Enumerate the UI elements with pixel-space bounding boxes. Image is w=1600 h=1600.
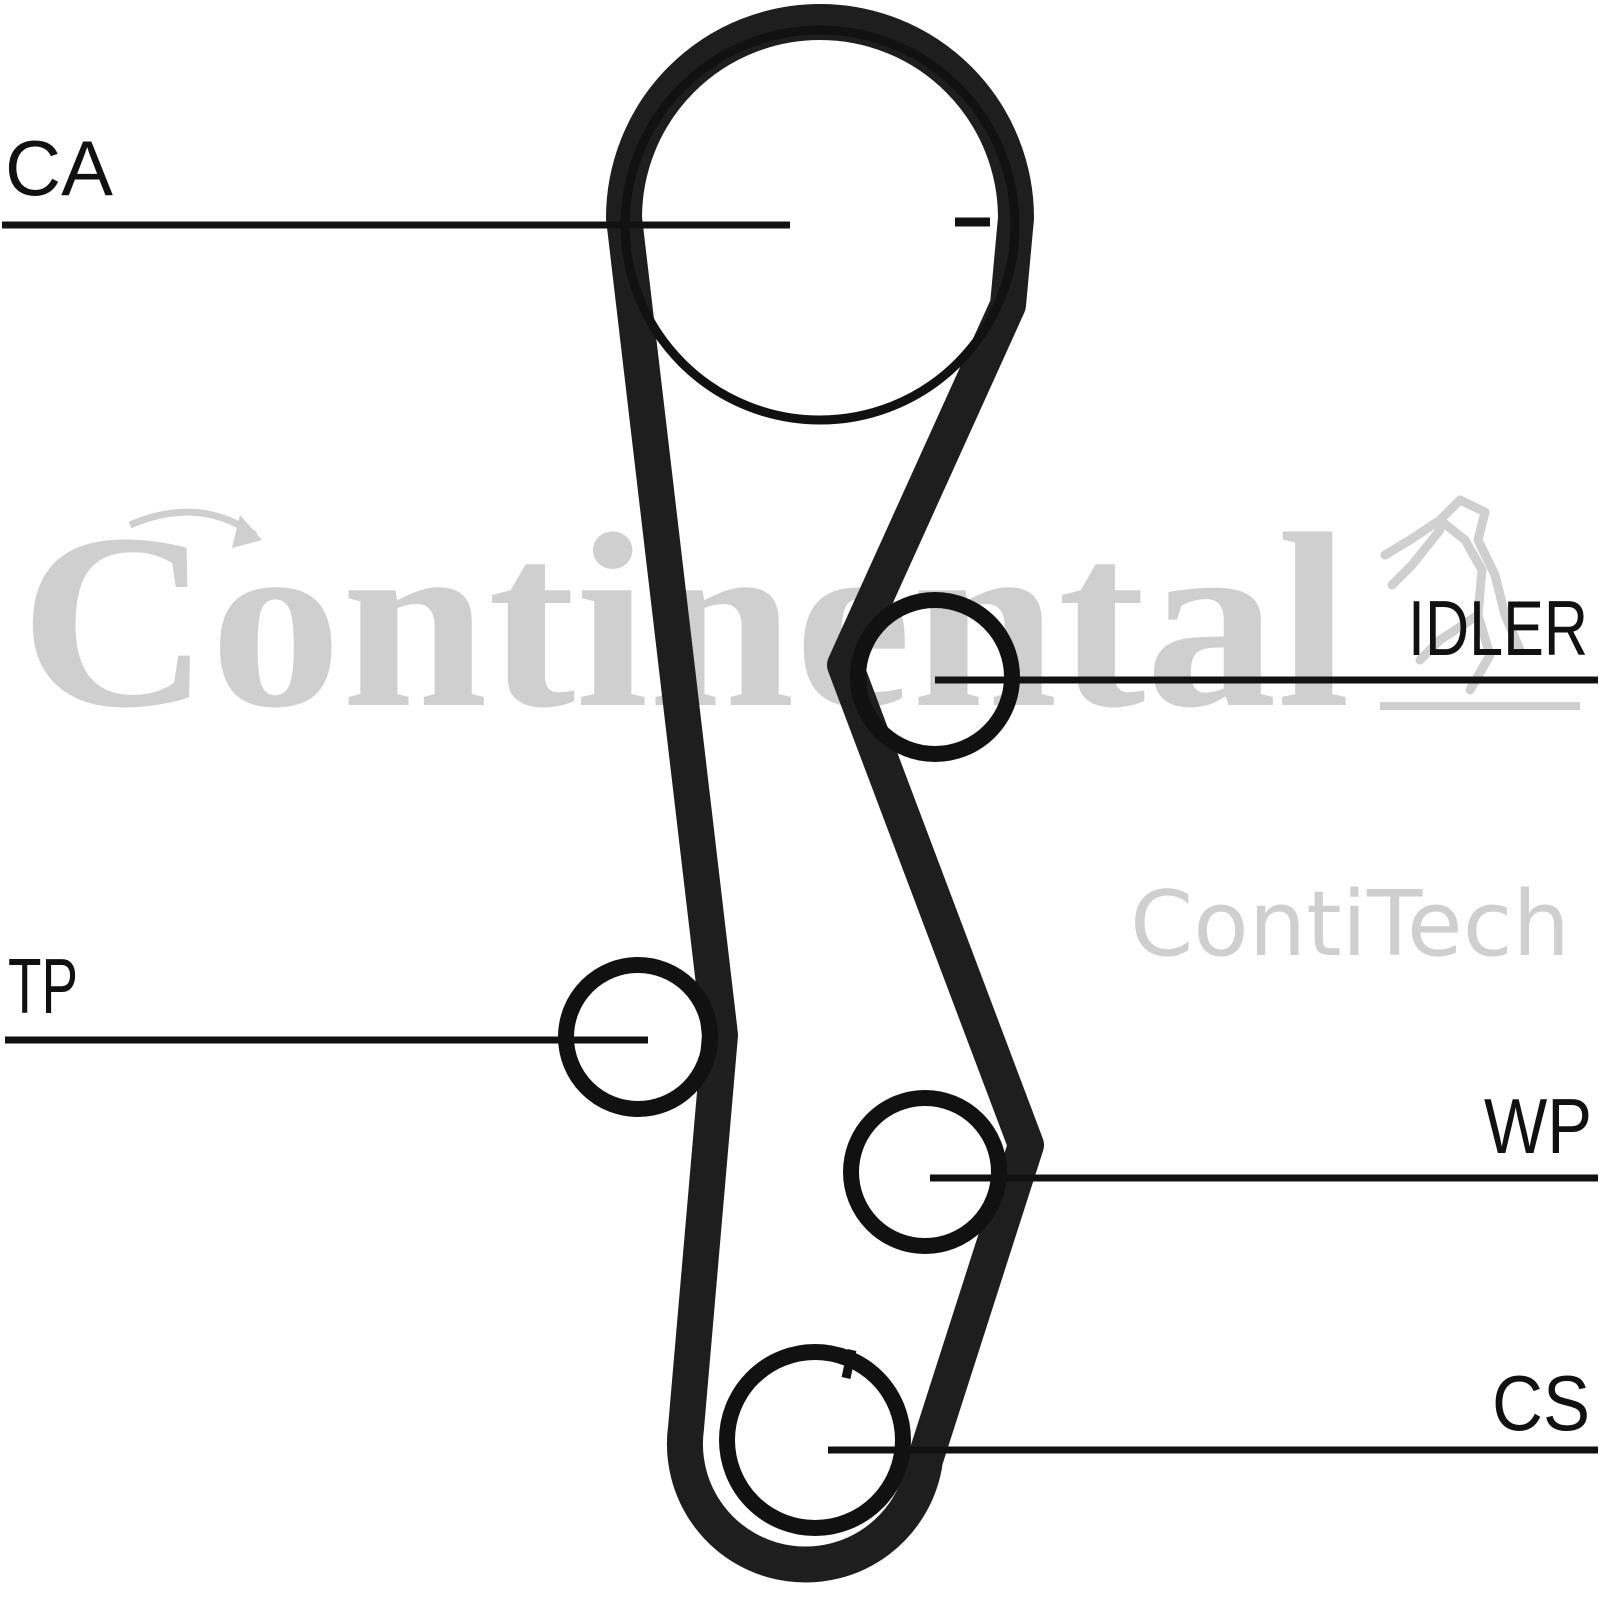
timing-belt-loop bbox=[606, 4, 1044, 1583]
water-pump-pulley bbox=[843, 1090, 1007, 1254]
watermark-sub-brand: ContiTech bbox=[1130, 872, 1570, 977]
camshaft-label: CA bbox=[5, 124, 113, 212]
crankshaft-label: CS bbox=[1492, 1359, 1590, 1447]
part-labels: CA IDLER TP WP CS bbox=[5, 124, 1592, 1447]
crankshaft-timing-mark bbox=[841, 1349, 857, 1379]
idler-label: IDLER bbox=[1408, 584, 1588, 672]
leader-lines bbox=[2, 221, 1598, 1454]
crankshaft-pulley bbox=[719, 1344, 911, 1536]
watermark: Continental ContiTech bbox=[20, 483, 1580, 977]
timing-belt bbox=[606, 4, 1044, 1583]
tensioner-label: TP bbox=[8, 942, 78, 1030]
watermark-swirl-arrow-icon bbox=[232, 515, 262, 548]
rearing-horse-icon bbox=[1380, 495, 1525, 695]
water-pump-label: WP bbox=[1484, 1082, 1592, 1170]
